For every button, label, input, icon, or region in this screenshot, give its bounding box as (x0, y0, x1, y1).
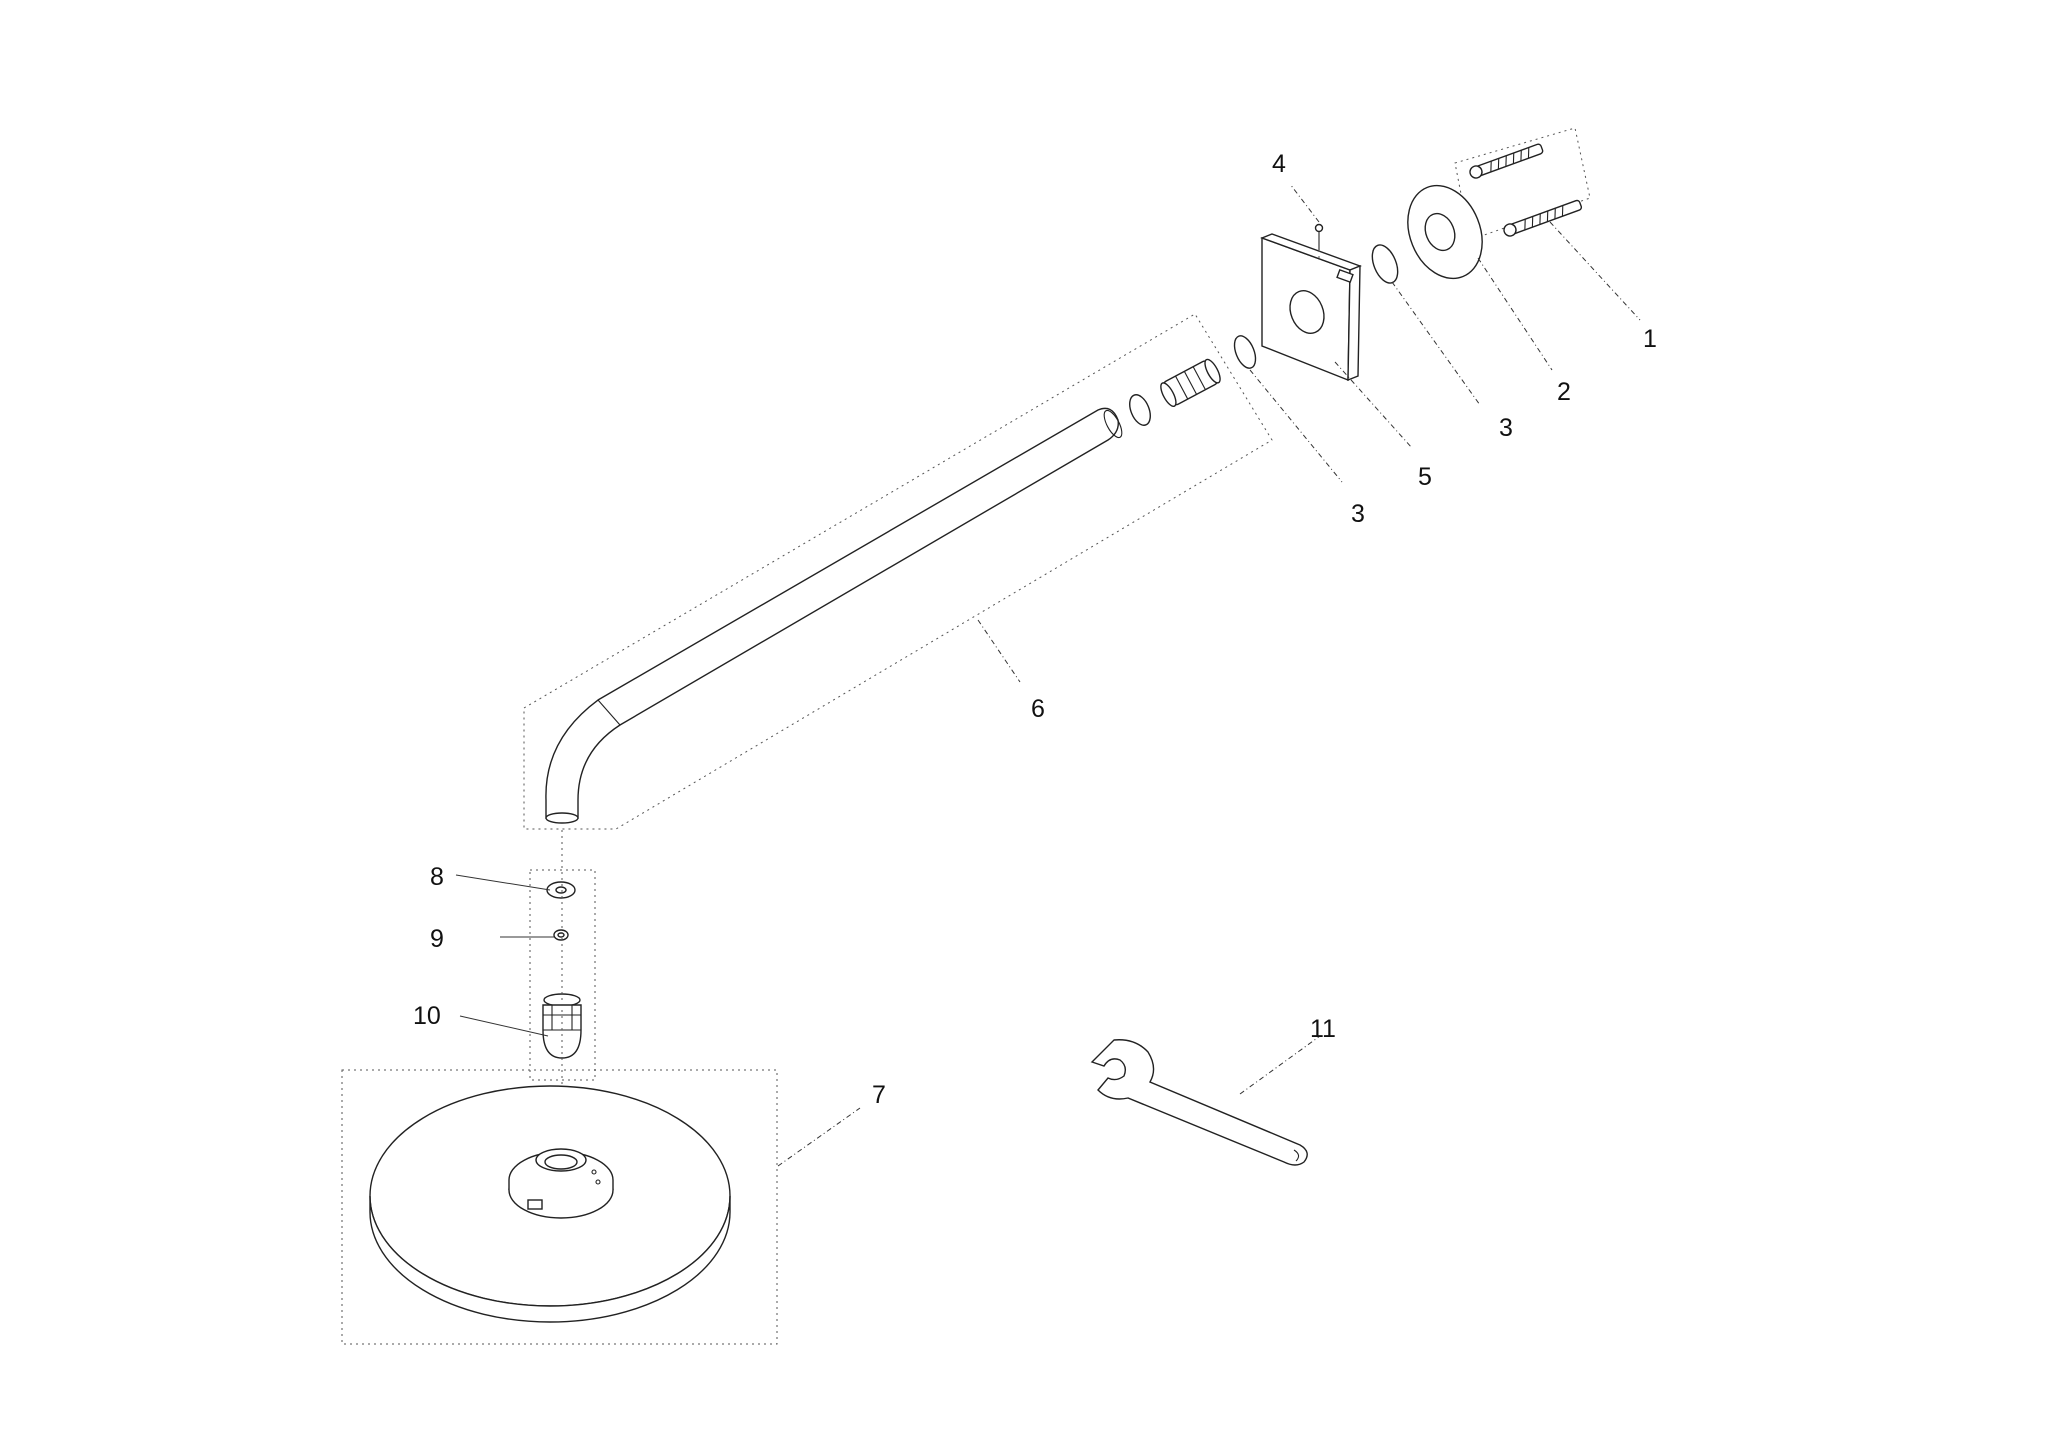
leader-lines (455, 183, 1641, 1167)
washer (546, 881, 576, 899)
callout-4: 4 (1272, 150, 1286, 178)
callout-7: 7 (872, 1081, 886, 1109)
set-screw (1314, 223, 1324, 262)
shower-arm (523, 313, 1273, 830)
wall-anchor-screws (1454, 127, 1591, 241)
assembly-axis (529, 830, 596, 1130)
callout-6: 6 (1031, 695, 1045, 723)
callout-3-lower: 3 (1351, 500, 1365, 528)
callout-labels: 1 2 3 3 4 5 6 7 8 9 10 11 (413, 150, 1657, 1109)
round-shower-head (341, 1069, 778, 1345)
spanner-wrench (1090, 1039, 1308, 1166)
callout-3-upper: 3 (1499, 414, 1513, 442)
callout-9: 9 (430, 925, 444, 953)
o-ring-lower (1129, 335, 1257, 426)
callout-8: 8 (430, 863, 444, 891)
wall-flange (1407, 184, 1483, 280)
callout-10: 10 (413, 1002, 441, 1030)
threaded-connector (1160, 358, 1221, 408)
swivel-connector (542, 993, 582, 1059)
square-wall-plate (1260, 233, 1362, 382)
callout-1: 1 (1643, 325, 1657, 353)
callout-5: 5 (1418, 463, 1432, 491)
callout-11: 11 (1310, 1015, 1336, 1043)
filter-screen (553, 929, 569, 941)
callout-2: 2 (1557, 378, 1571, 406)
o-ring-upper (1371, 244, 1399, 284)
